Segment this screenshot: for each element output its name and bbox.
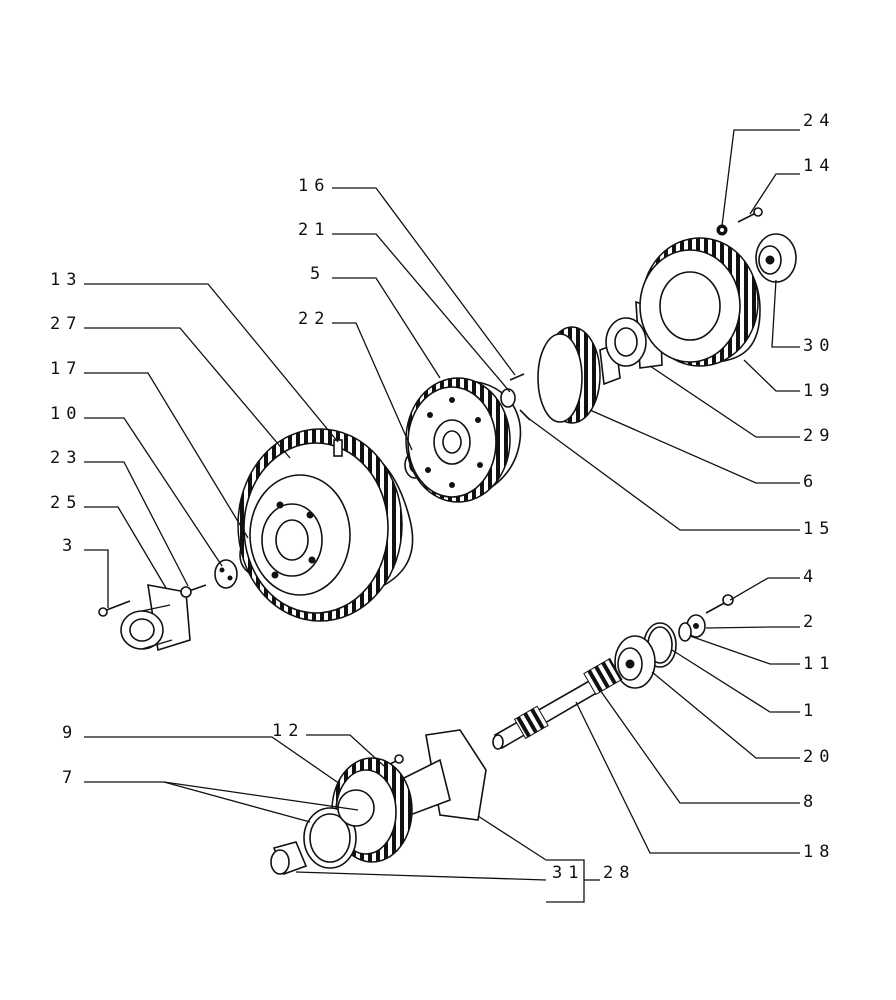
part-23-bolt: [180, 584, 207, 598]
part-21-ring: [500, 388, 516, 408]
part-7-seal-ring: [303, 789, 375, 869]
callout-27: 27: [50, 314, 82, 334]
callout-12: 12: [272, 721, 304, 741]
part-16-screw: [509, 373, 525, 381]
part-14-screw: [737, 207, 763, 223]
callout-20: 20: [803, 747, 835, 767]
part-3-bolt: [98, 600, 131, 617]
callout-18: 18: [803, 842, 835, 862]
callout-17: 17: [50, 359, 82, 379]
callout-23: 23: [50, 448, 82, 468]
part-10-plate: [214, 559, 238, 589]
callout-24: 24: [803, 111, 835, 131]
part-13-pin: [333, 439, 343, 457]
callout-16: 16: [298, 176, 330, 196]
part-25-flange-cap: [120, 584, 191, 652]
part-4-bolt: [705, 594, 734, 614]
callout-13: 13: [50, 270, 82, 290]
callout-21: 21: [298, 220, 330, 240]
callout-30: 30: [803, 336, 835, 356]
callout-22: 22: [298, 309, 330, 329]
part-19-outer-housing: [639, 237, 761, 367]
part-8-spline-section: [583, 657, 623, 696]
part-11-circlip: [678, 622, 692, 642]
callout-2: 2: [803, 612, 819, 632]
callout-4: 4: [803, 567, 819, 587]
callout-15: 15: [803, 519, 835, 539]
callout-labels: 24 14 16 21 13 5 22 27 30 17 19 10 29 23…: [50, 111, 835, 883]
callout-28: 28: [603, 863, 635, 883]
callout-5: 5: [310, 264, 326, 284]
part-28-carrier: [399, 729, 487, 821]
callout-9: 9: [62, 723, 78, 743]
callout-10: 10: [50, 404, 82, 424]
part-27-gear-housing: [237, 428, 414, 622]
callout-1: 1: [803, 701, 819, 721]
callout-3: 3: [62, 536, 78, 556]
callout-11: 11: [803, 654, 835, 674]
callout-8: 8: [803, 792, 819, 812]
part-5-clutch-drum: [405, 377, 522, 503]
callout-29: 29: [803, 426, 835, 446]
callout-25: 25: [50, 493, 82, 513]
callout-31: 31: [552, 863, 584, 883]
callout-6: 6: [803, 472, 819, 492]
callout-14: 14: [803, 156, 835, 176]
callout-7: 7: [62, 768, 78, 788]
leader-lines: [84, 129, 800, 903]
part-24-washer: [716, 224, 728, 236]
part-31-sleeve: [270, 841, 308, 876]
part-20-bearing: [614, 635, 656, 689]
callout-19: 19: [803, 381, 835, 401]
part-30-bearing: [755, 233, 797, 283]
